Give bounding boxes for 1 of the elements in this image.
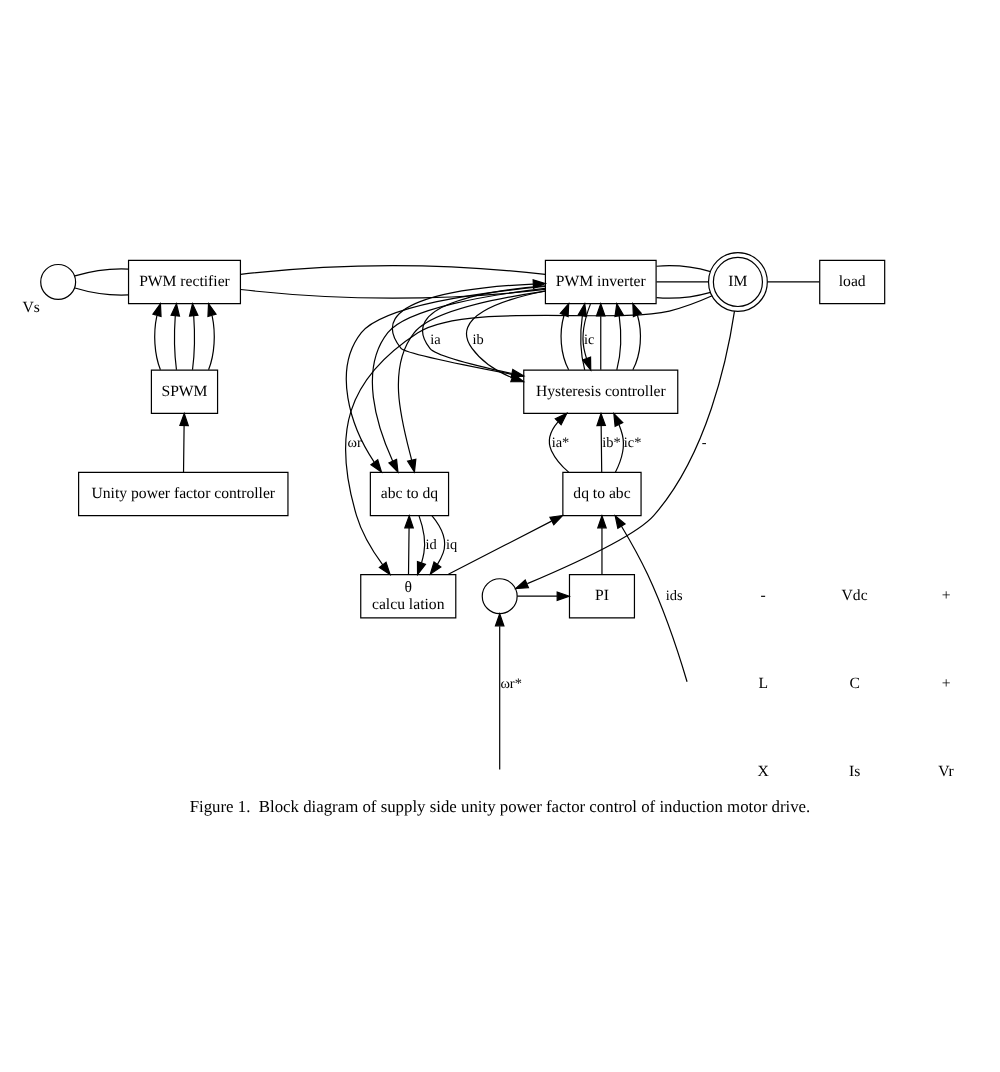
- caption: Figure 1. Block diagram of supply side unity power factor control of induction motor drive.: [189, 794, 811, 815]
